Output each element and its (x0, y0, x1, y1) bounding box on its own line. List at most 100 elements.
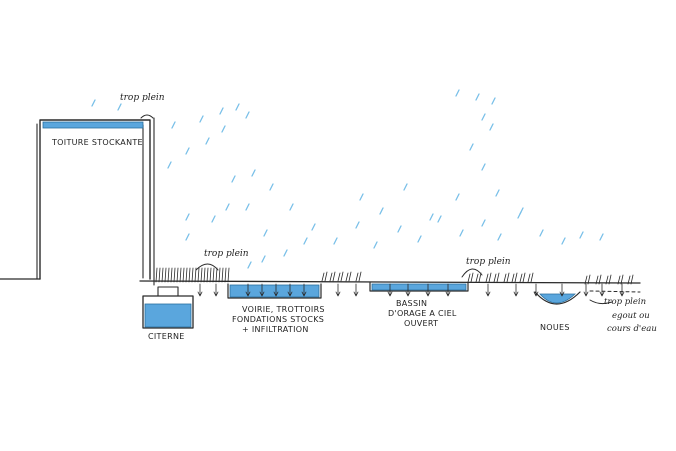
grass-tuft (345, 271, 352, 282)
grass-blade (182, 267, 185, 283)
rain-streak (167, 161, 172, 169)
mid-overflow-arrow (195, 263, 219, 271)
grass-tuft (627, 274, 634, 285)
grass-blade (212, 267, 215, 283)
grass-blade (155, 267, 158, 283)
road-label-line3: + INFILTRATION (242, 325, 309, 334)
grass-blade (170, 267, 173, 283)
rain-streak (495, 189, 500, 197)
grass-tuft (595, 274, 602, 285)
infiltration-arrow (197, 283, 203, 297)
grass-blade (227, 267, 230, 283)
rain-streak (417, 235, 422, 243)
grass-tuft (355, 271, 362, 282)
grass-blade (209, 267, 212, 283)
grass-blade (224, 267, 227, 283)
rain-streak (311, 223, 316, 231)
infiltration-arrow (335, 283, 341, 297)
grass-tuft (519, 272, 526, 283)
grass-blade (203, 267, 206, 283)
basin-overflow-label: trop plein (466, 257, 511, 267)
road-label-line1: VOIRIE, TROTTOIRS (242, 305, 325, 314)
rain-streak (517, 211, 522, 219)
basin-label-line1: BASSIN (396, 299, 427, 308)
roof-overflow-label: trop plein (120, 93, 165, 103)
infiltration-arrow (287, 283, 293, 297)
rain-streak (455, 193, 460, 201)
infiltration-arrow (245, 283, 251, 297)
rain-streak (199, 115, 204, 123)
rain-streak (219, 107, 224, 115)
rain-streak (497, 233, 502, 241)
rain-streak (397, 225, 402, 233)
rain-streak (263, 229, 268, 237)
rain-streak (235, 103, 240, 111)
grass-tuft (511, 272, 518, 283)
mid-overflow-label: trop plein (204, 249, 249, 259)
rain-streak (491, 97, 496, 105)
road-storage (227, 283, 322, 299)
road-storage-water (229, 284, 320, 298)
grass-blade (185, 267, 188, 283)
grass-blade (221, 267, 224, 283)
rain-streak (379, 207, 384, 215)
grass-blade (206, 267, 209, 283)
grass-strip-building (155, 267, 230, 283)
rain-streak (91, 99, 96, 107)
rain-streak (459, 229, 464, 237)
rain-streak (269, 183, 274, 191)
rain-streak (359, 193, 364, 201)
rain-streak (185, 233, 190, 241)
rain-streak (245, 203, 250, 211)
building (36, 117, 155, 286)
rain-streak (245, 111, 250, 119)
grass-blade (176, 267, 179, 283)
rain-streak (303, 237, 308, 245)
grass-blade (161, 267, 164, 283)
infiltration-arrow (559, 283, 565, 297)
grass-tuft (467, 272, 474, 283)
infiltration-arrow (445, 283, 451, 297)
rain-streak (373, 241, 378, 249)
infiltration-arrow (485, 283, 491, 297)
infiltration-arrow (619, 283, 625, 297)
rain-streak (475, 93, 480, 101)
cistern (142, 286, 194, 329)
infiltration-arrow (583, 283, 589, 297)
infiltration-arrow (301, 283, 307, 297)
outlet-label-line3: cours d'eau (607, 324, 657, 334)
grass-tuft (605, 274, 612, 285)
infiltration-arrow (213, 283, 219, 297)
grass-tufts (321, 271, 634, 285)
rain-streak (261, 255, 266, 263)
grass-tuft (329, 271, 336, 282)
rain-streak (171, 121, 176, 129)
rain-streak (579, 231, 584, 239)
swale-profile (534, 291, 581, 305)
rain-streak (455, 89, 460, 97)
rain-streak (221, 125, 226, 133)
grass-blade (197, 267, 200, 283)
grass-tuft (475, 272, 482, 283)
road-label-line2: FONDATIONS STOCKS (232, 315, 324, 324)
roof-label: TOITURE STOCKANTE (51, 138, 143, 147)
outlet-label-line2: egout ou (612, 311, 650, 321)
outlet-arrow (589, 299, 613, 305)
cistern-label: CITERNE (148, 332, 185, 341)
grass-tuft (337, 271, 344, 282)
infiltration-arrow (405, 283, 411, 297)
outlet-label-line1: trop plein (604, 297, 646, 307)
rain-streak (185, 147, 190, 155)
grass-blade (167, 267, 170, 283)
rain-streak (355, 221, 360, 229)
rain-streak (489, 123, 494, 131)
grass-blade (200, 267, 203, 283)
grass-blade (215, 267, 218, 283)
rain-streak (481, 163, 486, 171)
rain-streak (481, 219, 486, 227)
rain-streak (247, 261, 252, 269)
infiltration-arrow (533, 283, 539, 297)
swale-label: NOUES (540, 323, 570, 332)
infiltration-arrow (259, 283, 265, 297)
